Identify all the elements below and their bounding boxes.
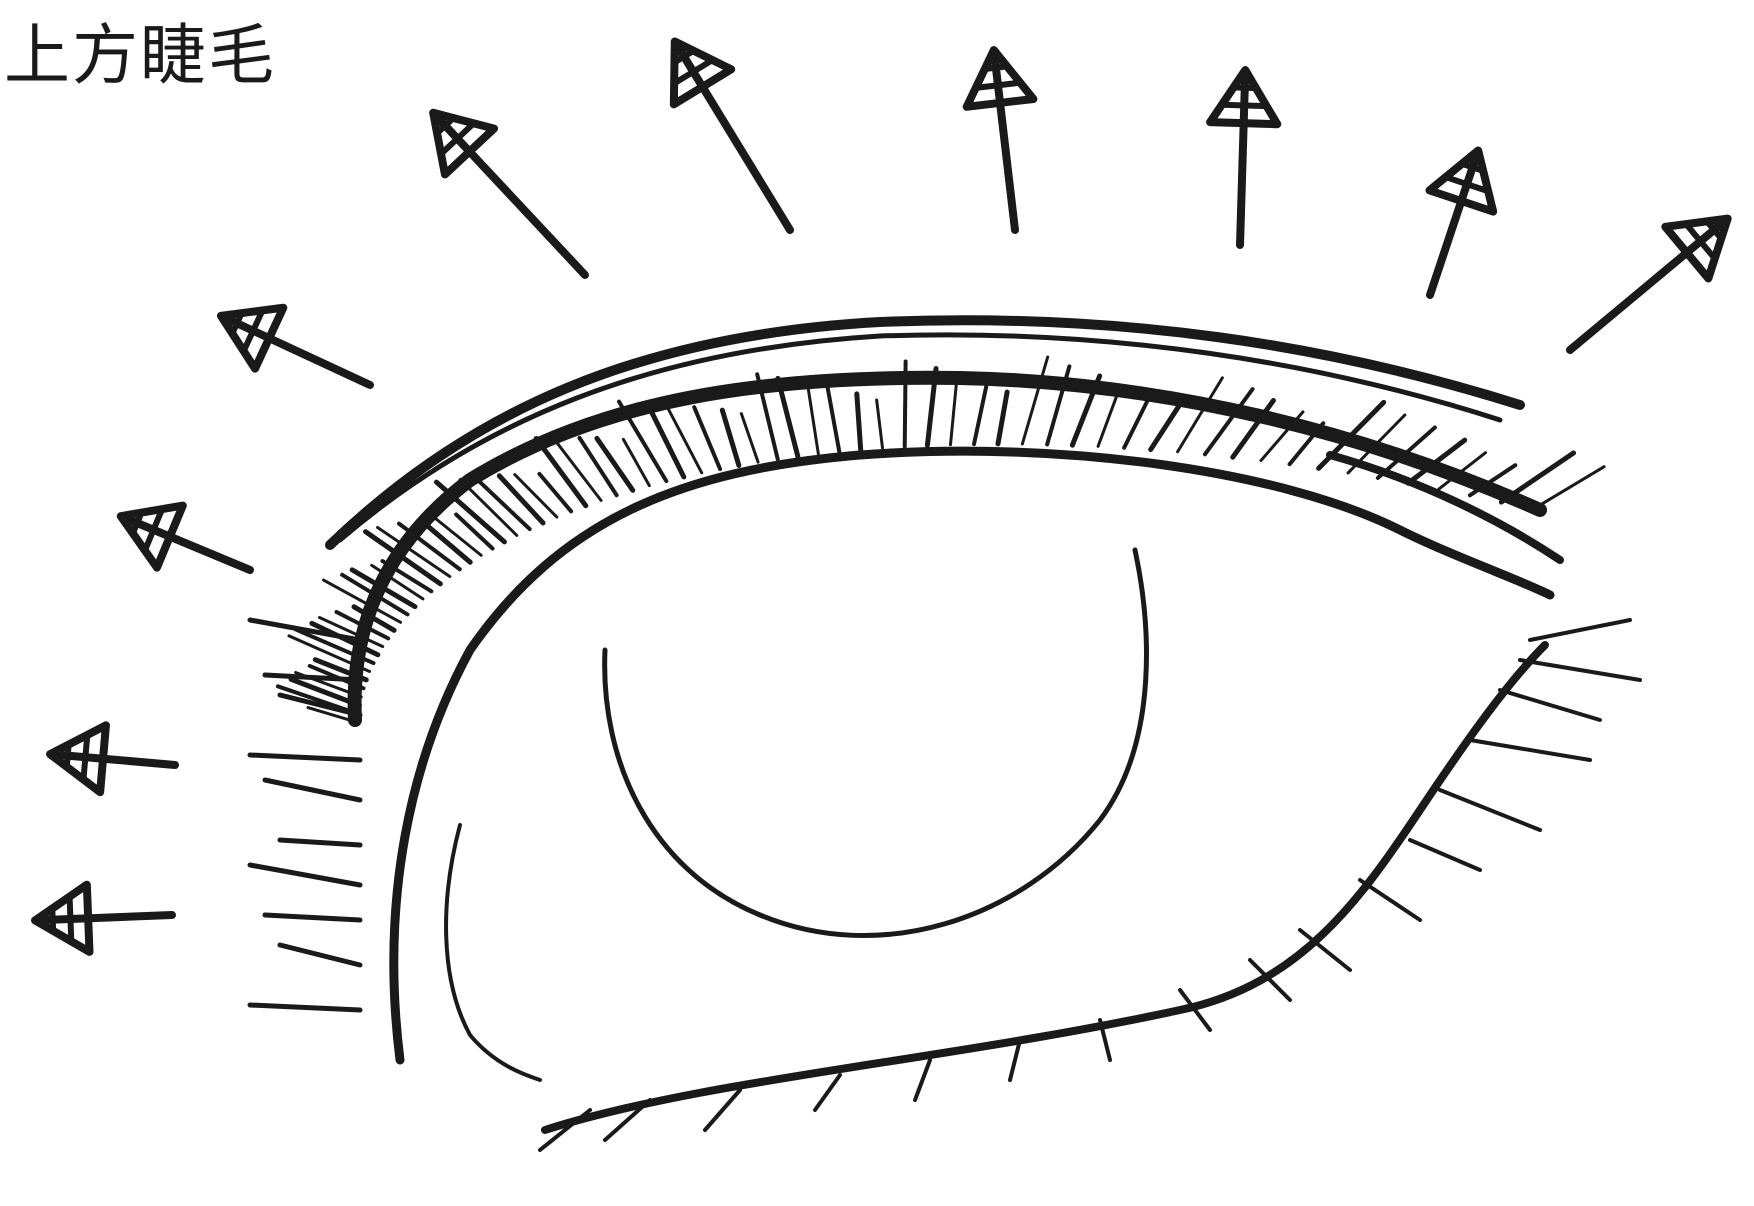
upper-lash [1151,406,1179,450]
upper-lash [877,400,883,448]
direction-arrow [1570,219,1728,350]
arrow-hatch [67,745,69,767]
upper-lash [456,515,492,549]
lower-lash [1470,740,1590,760]
upper-lash [1501,453,1573,502]
lower-eyelid [545,645,1545,1130]
upper-lash [580,438,617,495]
arrow-shaft [60,755,175,765]
direction-arrow [35,885,172,952]
upper-lash [828,388,840,451]
arrow-shaft [45,915,172,920]
lower-lash [1010,1040,1020,1080]
arrow-shaft [1570,225,1720,350]
lower-lash [815,1075,840,1110]
lower-lash [915,1060,930,1100]
lower-lash [705,1090,740,1130]
lower-lash [1530,620,1630,640]
upper-lash [647,403,684,477]
upper-lash [265,675,360,680]
upper-eyelid [394,451,1550,1060]
lower-lash [1360,880,1420,920]
lower-lash [1500,690,1600,720]
upper-lash [950,376,957,445]
upper-lash [1124,396,1150,448]
arrow-hatch [1222,105,1267,106]
upper-lash [250,755,360,760]
arrow-hatch [985,66,1007,69]
lower-lash [1520,660,1640,680]
direction-arrows [35,41,1728,951]
direction-arrow [674,41,790,230]
arrow-hatch [83,735,87,780]
upper-lash [857,394,861,450]
lower-lash [1440,790,1540,830]
arrow-hatch [52,909,53,931]
lower-lash [1410,840,1480,870]
upper-lash [265,915,360,920]
upper-lash [998,392,1007,444]
upper-lash [250,865,360,885]
upper-lash [741,414,758,463]
upper-lash [974,384,987,444]
upper-lash [807,383,818,454]
direction-arrow [221,308,370,385]
upper-lash [250,1005,360,1010]
upper-lash-band [355,378,1560,720]
upper-lash [280,840,360,845]
caption-upper-lashes: 上方睫毛 [4,18,276,94]
arrow-shaft [680,50,790,230]
arrow-hatch [1234,87,1256,88]
inner-corner [446,825,540,1080]
direction-arrow [967,50,1034,230]
direction-arrow [121,506,250,570]
upper-lash [280,945,360,965]
upper-lash [722,410,739,465]
upper-lash [905,362,906,447]
direction-arrow [1210,70,1277,245]
arrow-hatch [976,83,1020,88]
upper-lash [1022,357,1047,444]
direction-arrow [50,725,175,792]
arrow-hatch [70,897,72,942]
direction-arrow [1429,151,1493,295]
iris [605,550,1147,936]
direction-arrow [433,113,585,275]
upper-lash [694,407,720,469]
arrow-shaft [440,120,585,275]
upper-lash [265,780,360,800]
